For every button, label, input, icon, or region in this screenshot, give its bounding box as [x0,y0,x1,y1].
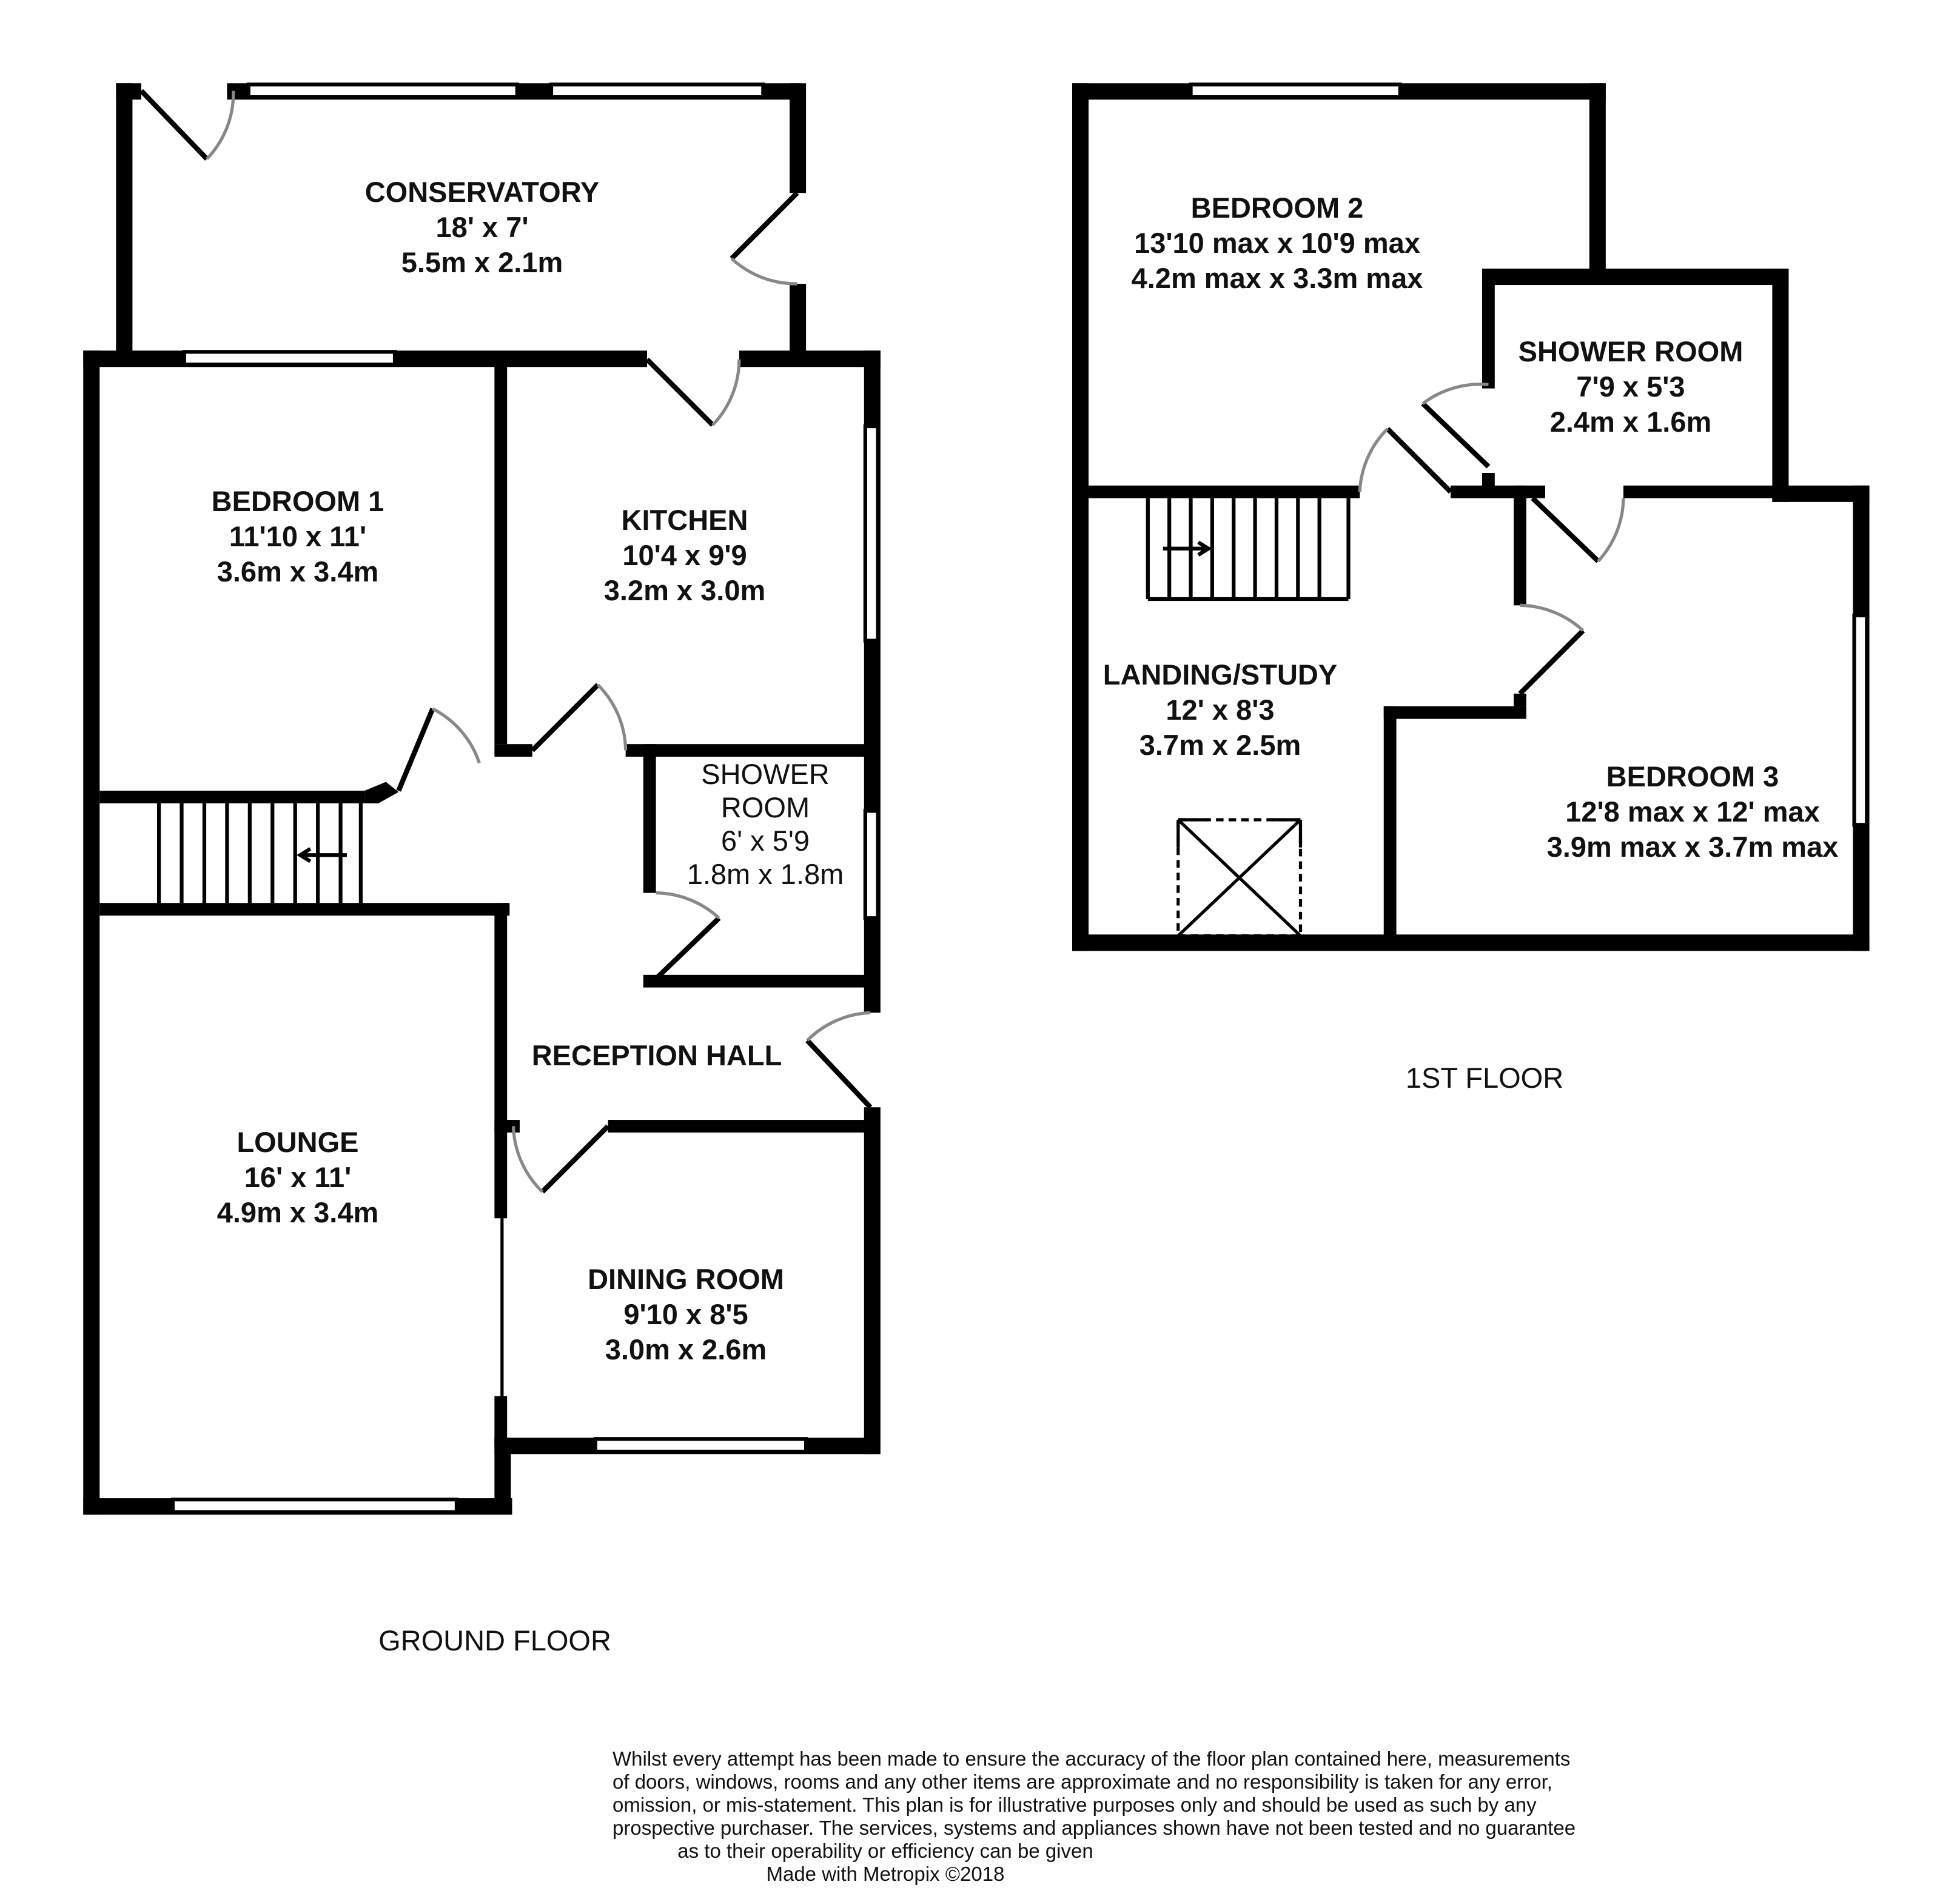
room-label-line: 1.8m x 1.8m [687,858,844,890]
ground-floor-label: GROUND FLOOR [378,1624,611,1656]
room-label-line: ROOM [721,791,810,823]
room-label-line: SHOWER ROOM [1519,335,1744,367]
room-label-line: 13'10 max x 10'9 max [1134,227,1420,259]
first-floor-label: 1ST FLOOR [1406,1062,1563,1094]
room-bedroom-2: BEDROOM 2 13'10 max x 10'9 max 4.2m max … [1132,192,1423,294]
room-label-line: BEDROOM 1 [212,485,384,517]
first-skylight [1176,818,1303,937]
first-interior-walls [1089,485,1775,940]
room-label-line: KITCHEN [622,504,748,536]
disclaimer-line: as to their operability or efficiency ca… [677,1840,1093,1862]
room-label-line: 9'10 x 8'5 [623,1298,748,1330]
room-label-line: DINING ROOM [588,1263,784,1295]
room-label-line: 16' x 11' [244,1161,352,1193]
room-label-line: 4.9m x 3.4m [217,1196,379,1228]
first-stairs [1146,498,1351,601]
room-label-line: 2.4m x 1.6m [1550,406,1712,438]
room-label-line: BEDROOM 2 [1191,192,1364,224]
room-label-line: 4.2m max x 3.3m max [1132,262,1423,294]
ground-interior-walls [99,366,873,1447]
room-landing-study: LANDING/STUDY 12' x 8'3 3.7m x 2.5m [1103,658,1337,761]
disclaimer: Whilst every attempt has been made to en… [612,1747,1576,1886]
room-label-line: LANDING/STUDY [1103,658,1337,691]
room-label-line: 3.2m x 3.0m [604,574,766,606]
room-label-line: 12' x 8'3 [1166,694,1274,726]
room-label-line: 3.0m x 2.6m [605,1333,767,1365]
room-label-line: 12'8 max x 12' max [1565,795,1820,828]
room-reception-hall: RECEPTION HALL [532,1039,782,1071]
ground-floor-plan [83,82,881,1515]
room-label-line: 5.5m x 2.1m [401,246,563,278]
room-label-line: 10'4 x 9'9 [622,539,747,571]
room-bedroom-3: BEDROOM 3 12'8 max x 12' max 3.9m max x … [1547,760,1839,863]
first-doors [1358,383,1625,695]
room-label-line: 18' x 7' [435,211,528,243]
room-label-line: 7'9 x 5'3 [1576,370,1685,403]
room-label-line: CONSERVATORY [365,176,600,208]
room-label-line: RECEPTION HALL [532,1039,782,1071]
disclaimer-line: omission, or mis-statement. This plan is… [612,1794,1537,1816]
room-label-line: 3.7m x 2.5m [1139,729,1301,761]
disclaimer-line: of doors, windows, rooms and any other i… [612,1770,1552,1793]
first-outer-walls [1072,82,1870,951]
room-kitchen: KITCHEN 10'4 x 9'9 3.2m x 3.0m [604,504,766,606]
ground-stairs [156,803,363,903]
room-shower-room-ground: SHOWER ROOM 6' x 5'9 1.8m x 1.8m [687,758,844,890]
room-dining-room: DINING ROOM 9'10 x 8'5 3.0m x 2.6m [588,1263,784,1365]
ground-outer-walls [83,350,881,1515]
ground-doors [139,89,873,1194]
room-label-line: SHOWER [701,758,830,790]
room-label-line: 3.9m max x 3.7m max [1547,831,1839,863]
metropix-credit: Made with Metropix ©2018 [766,1863,1005,1885]
room-label-line: BEDROOM 3 [1606,760,1779,792]
room-lounge: LOUNGE 16' x 11' 4.9m x 3.4m [217,1126,379,1228]
room-shower-room-first: SHOWER ROOM 7'9 x 5'3 2.4m x 1.6m [1519,335,1744,438]
room-label-line: 3.6m x 3.4m [217,555,379,588]
first-floor-plan [1072,82,1870,951]
room-label-line: 11'10 x 11' [229,520,366,552]
disclaimer-line: prospective purchaser. The services, sys… [612,1817,1576,1839]
room-label-line: 6' x 5'9 [721,825,810,857]
room-label-line: LOUNGE [237,1126,358,1158]
room-conservatory: CONSERVATORY 18' x 7' 5.5m x 2.1m [365,176,600,278]
disclaimer-line: Whilst every attempt has been made to en… [612,1747,1571,1770]
room-bedroom-1: BEDROOM 1 11'10 x 11' 3.6m x 3.4m [212,485,384,588]
